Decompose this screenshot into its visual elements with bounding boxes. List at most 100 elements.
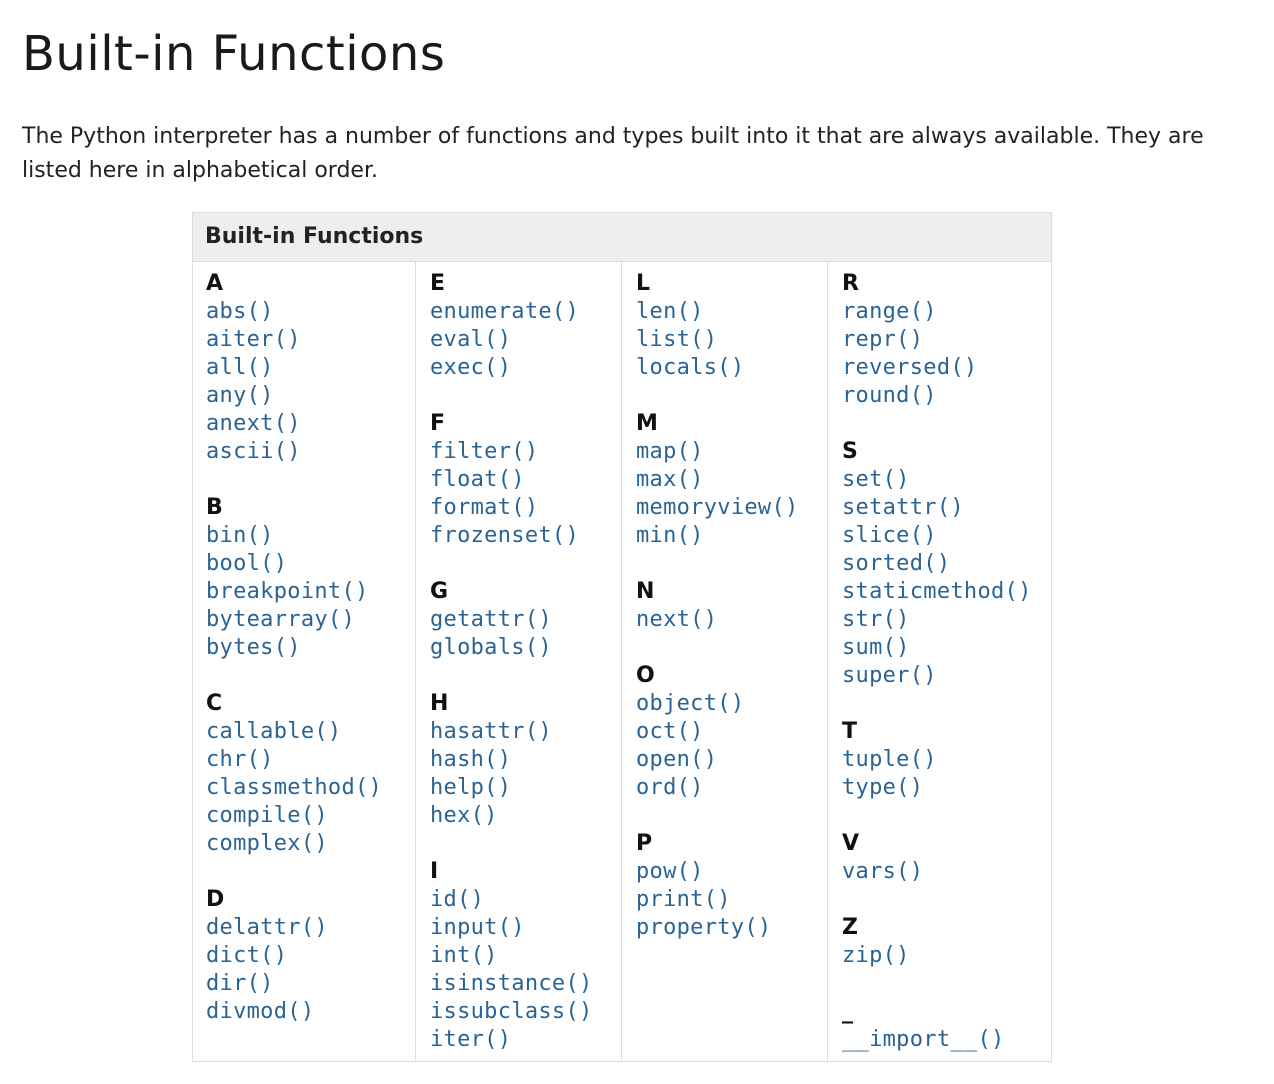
group-letter-heading: M — [636, 411, 658, 436]
function-link[interactable]: type() — [842, 775, 924, 800]
function-link[interactable]: tuple() — [842, 747, 937, 772]
group-letter-heading: L — [636, 271, 651, 296]
function-link[interactable]: breakpoint() — [206, 579, 369, 604]
function-link[interactable]: vars() — [842, 859, 924, 884]
function-link[interactable]: bytearray() — [206, 607, 355, 632]
function-link[interactable]: float() — [430, 467, 525, 492]
group-letter-heading: A — [206, 271, 224, 296]
function-link[interactable]: object() — [636, 691, 745, 716]
function-link[interactable]: filter() — [430, 439, 539, 464]
function-link[interactable]: super() — [842, 663, 937, 688]
letter-group: _ __import__() — [842, 998, 1051, 1054]
group-letter-heading: V — [842, 831, 860, 856]
function-link[interactable]: input() — [430, 915, 525, 940]
function-link[interactable]: abs() — [206, 299, 274, 324]
function-link[interactable]: divmod() — [206, 999, 315, 1024]
group-letter-heading: E — [430, 271, 446, 296]
function-link[interactable]: dir() — [206, 971, 274, 996]
function-link[interactable]: hex() — [430, 803, 498, 828]
function-link[interactable]: exec() — [430, 355, 512, 380]
function-link[interactable]: help() — [430, 775, 512, 800]
group-letter-heading: C — [206, 691, 223, 716]
group-letter-heading: _ — [842, 999, 853, 1024]
function-link[interactable]: any() — [206, 383, 274, 408]
function-link[interactable]: slice() — [842, 523, 937, 548]
page-title: Built-in Functions — [22, 26, 446, 82]
table-caption: Built-in Functions — [193, 213, 1051, 262]
function-link[interactable]: ord() — [636, 775, 704, 800]
group-letter-heading: B — [206, 495, 223, 520]
function-link[interactable]: enumerate() — [430, 299, 579, 324]
function-link[interactable]: reversed() — [842, 355, 978, 380]
function-link[interactable]: len() — [636, 299, 704, 324]
function-link[interactable]: str() — [842, 607, 910, 632]
function-link[interactable]: list() — [636, 327, 718, 352]
function-link[interactable]: map() — [636, 439, 704, 464]
function-link[interactable]: locals() — [636, 355, 745, 380]
function-link[interactable]: repr() — [842, 327, 924, 352]
function-link[interactable]: min() — [636, 523, 704, 548]
function-link[interactable]: id() — [430, 887, 485, 912]
function-link[interactable]: staticmethod() — [842, 579, 1032, 604]
function-link[interactable]: globals() — [430, 635, 552, 660]
function-link[interactable]: anext() — [206, 411, 301, 436]
group-letter-heading: I — [430, 859, 439, 884]
function-link[interactable]: round() — [842, 383, 937, 408]
function-link[interactable]: complex() — [206, 831, 328, 856]
function-link[interactable]: all() — [206, 355, 274, 380]
function-link[interactable]: sum() — [842, 635, 910, 660]
function-link[interactable]: bytes() — [206, 635, 301, 660]
group-letter-heading: O — [636, 663, 655, 688]
function-link[interactable]: issubclass() — [430, 999, 593, 1024]
function-link[interactable]: bin() — [206, 523, 274, 548]
function-link[interactable]: ascii() — [206, 439, 301, 464]
function-link[interactable]: range() — [842, 299, 937, 324]
function-link[interactable]: delattr() — [206, 915, 328, 940]
function-link[interactable]: property() — [636, 915, 772, 940]
group-letter-heading: H — [430, 691, 449, 716]
function-link[interactable]: open() — [636, 747, 718, 772]
function-link[interactable]: oct() — [636, 719, 704, 744]
function-link[interactable]: memoryview() — [636, 495, 799, 520]
function-link[interactable]: isinstance() — [430, 971, 593, 996]
function-link[interactable]: setattr() — [842, 495, 964, 520]
function-link[interactable]: frozenset() — [430, 523, 579, 548]
function-link[interactable]: chr() — [206, 747, 274, 772]
function-link[interactable]: callable() — [206, 719, 342, 744]
function-link[interactable]: bool() — [206, 551, 288, 576]
function-link[interactable]: pow() — [636, 859, 704, 884]
function-link[interactable]: getattr() — [430, 607, 552, 632]
function-link[interactable]: compile() — [206, 803, 328, 828]
function-link[interactable]: __import__() — [842, 1027, 1005, 1052]
function-link[interactable]: hasattr() — [430, 719, 552, 744]
function-link[interactable]: classmethod() — [206, 775, 383, 800]
function-link[interactable]: set() — [842, 467, 910, 492]
function-link[interactable]: aiter() — [206, 327, 301, 352]
function-link[interactable]: int() — [430, 943, 498, 968]
function-link[interactable]: eval() — [430, 327, 512, 352]
function-link[interactable]: print() — [636, 887, 731, 912]
function-link[interactable]: hash() — [430, 747, 512, 772]
function-link[interactable]: zip() — [842, 943, 910, 968]
function-link[interactable]: iter() — [430, 1027, 512, 1052]
function-link[interactable]: sorted() — [842, 551, 951, 576]
function-link[interactable]: dict() — [206, 943, 288, 968]
function-link[interactable]: format() — [430, 495, 539, 520]
intro-paragraph: The Python interpreter has a number of f… — [22, 124, 1204, 183]
function-link[interactable]: max() — [636, 467, 704, 492]
group-letter-heading: R — [842, 271, 859, 296]
function-link[interactable]: next() — [636, 607, 718, 632]
